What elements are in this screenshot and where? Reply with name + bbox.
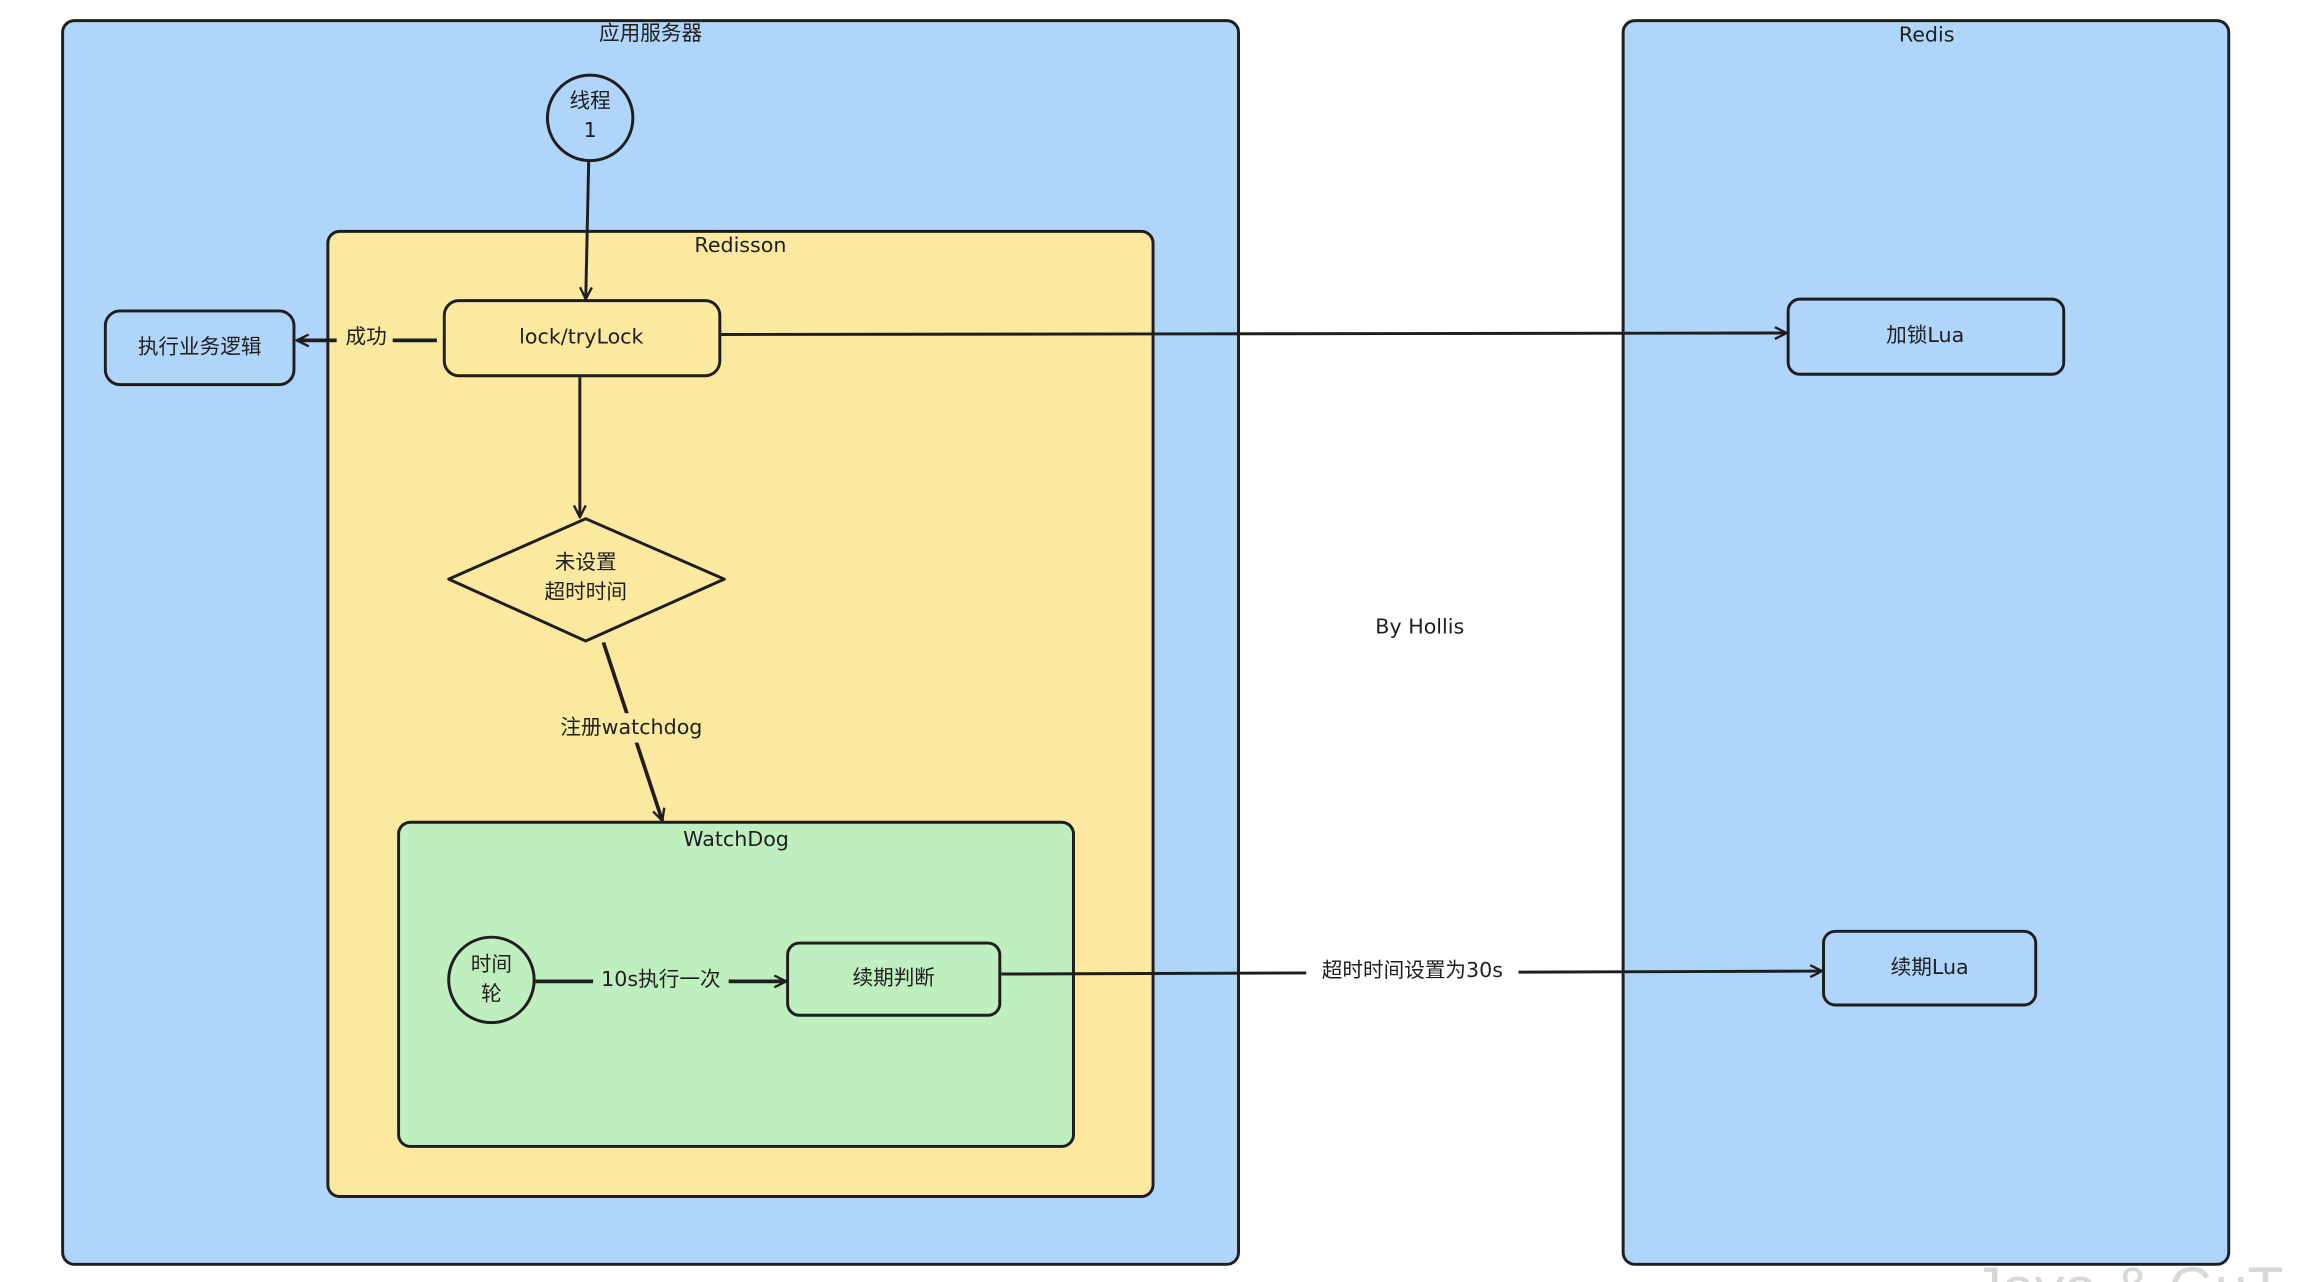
success-label: 成功 <box>346 324 387 348</box>
exec-business-node[interactable]: 执行业务逻辑 <box>103 309 296 387</box>
watermark: Java & GuT <box>1972 1257 2283 1282</box>
svg-text:超时时间: 超时时间 <box>545 579 627 603</box>
register-watchdog-label: 注册watchdog <box>560 715 702 739</box>
watchdog-container[interactable]: WatchDog <box>397 820 1075 1148</box>
timeout-30s-label: 超时时间设置为30s <box>1322 958 1503 982</box>
lock-lua-node[interactable]: 加锁Lua <box>1786 297 2066 376</box>
svg-text:1: 1 <box>584 118 597 142</box>
time-wheel-node[interactable]: 时间 轮 <box>447 935 536 1025</box>
thread-to-lock-arrow <box>586 162 589 299</box>
renew-lua-node[interactable]: 续期Lua <box>1822 929 2038 1007</box>
every-10s-label: 10s执行一次 <box>601 967 720 991</box>
redis-container[interactable]: Redis <box>1621 19 2231 1266</box>
app-server-title: 应用服务器 <box>599 21 702 45</box>
thread-node[interactable]: 线程 1 <box>545 73 635 163</box>
lock-trylock-node[interactable]: lock/tryLock <box>442 299 722 378</box>
renew-judge-node[interactable]: 续期判断 <box>786 941 1002 1017</box>
timeout-decision-node[interactable]: 未设置 超时时间 <box>447 517 726 643</box>
svg-text:执行业务逻辑: 执行业务逻辑 <box>138 335 262 359</box>
svg-text:续期判断: 续期判断 <box>852 965 934 989</box>
svg-text:轮: 轮 <box>481 982 502 1006</box>
svg-text:加锁Lua: 加锁Lua <box>1886 323 1964 347</box>
lock-to-lock-lua-arrow <box>721 333 1786 334</box>
svg-text:未设置: 未设置 <box>555 550 617 574</box>
redisson-title: Redisson <box>694 233 786 257</box>
svg-text:线程: 线程 <box>570 89 611 113</box>
svg-text:续期Lua: 续期Lua <box>1891 955 1969 979</box>
svg-text:时间: 时间 <box>471 952 512 976</box>
author-label: By Hollis <box>1375 615 1464 639</box>
redis-title: Redis <box>1899 22 1955 46</box>
svg-text:lock/tryLock: lock/tryLock <box>519 324 643 348</box>
watchdog-title: WatchDog <box>683 827 789 851</box>
